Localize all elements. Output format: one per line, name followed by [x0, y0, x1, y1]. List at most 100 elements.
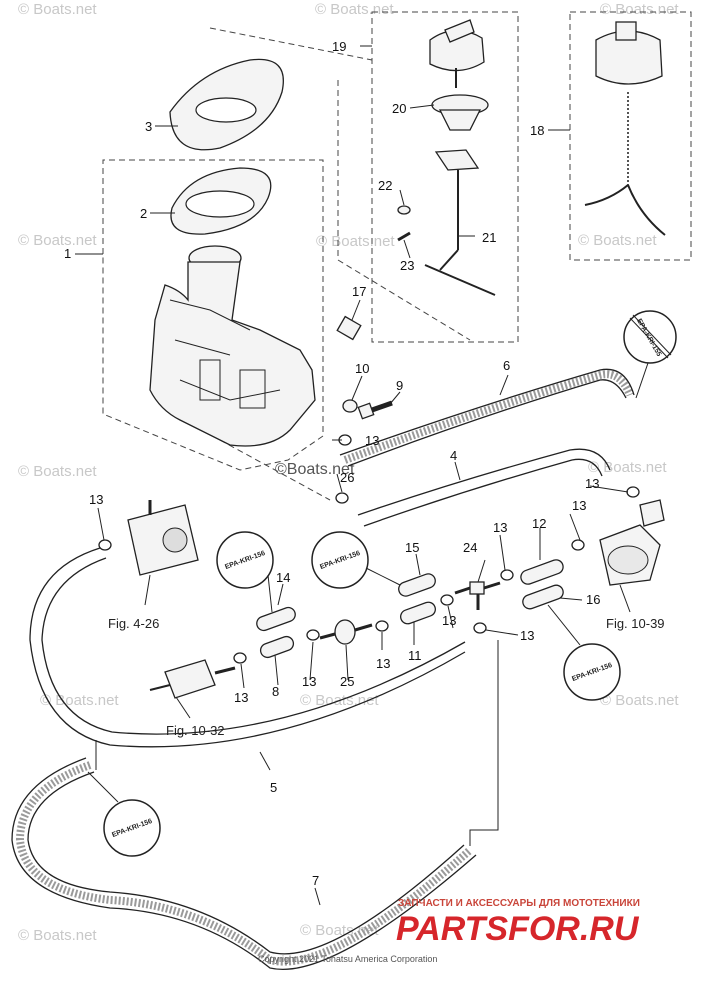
- part-21-gauge: [424, 149, 496, 296]
- watermark: © Boats.net: [18, 1, 97, 18]
- clamp-13: [233, 652, 247, 664]
- fig-ref-10-39[interactable]: Fig. 10-39: [606, 616, 665, 631]
- callout-21: 21: [482, 230, 496, 245]
- leader-lines: [75, 45, 631, 906]
- callout-24: 24: [463, 540, 477, 555]
- hose-6: [339, 368, 635, 467]
- hose-5: [29, 547, 466, 748]
- callout-19: 19: [332, 39, 346, 54]
- watermark: © Boats.net: [18, 232, 97, 249]
- part-19-cap: [429, 19, 485, 88]
- clamp-13: [626, 486, 640, 498]
- watermark: © Boats.net: [600, 692, 679, 709]
- epa-label: EPA-KRI-156: [547, 604, 621, 701]
- t-joint-24: [454, 581, 501, 610]
- part-17-plug: [336, 315, 362, 341]
- part-9-bolt: [357, 400, 393, 420]
- callout-13: 13: [302, 674, 316, 689]
- small-hoses: [256, 559, 564, 659]
- clamp-26: [335, 492, 349, 504]
- hose-8: [259, 635, 295, 659]
- part-20-seal: [431, 94, 489, 131]
- watermark: © Boats.net: [578, 232, 657, 249]
- footer: ЗАПЧАСТИ И АКСЕССУАРЫ ДЛЯ МОТОТЕХНИКИ PA…: [258, 898, 640, 964]
- center-watermark: ©Boats.net: [275, 461, 355, 478]
- callout-13: 13: [365, 433, 379, 448]
- part-18-cap: [584, 21, 666, 236]
- part-10-washer: [342, 399, 358, 413]
- callout-23: 23: [400, 258, 414, 273]
- watermark: © Boats.net: [18, 463, 97, 480]
- epa-label: EPA-KRI-155: [623, 310, 677, 399]
- callout-11: 11: [408, 648, 422, 663]
- callout-9: 9: [396, 378, 403, 393]
- callout-13: 13: [89, 492, 103, 507]
- part-2-gasket: [170, 167, 272, 235]
- watermark: © Boats.net: [18, 927, 97, 944]
- group-boxes: [102, 11, 692, 501]
- callout-15: 15: [405, 540, 419, 555]
- callout-13: 13: [493, 520, 507, 535]
- callouts: 19 3 2 1 20 18 22 21 23 17 10 9 6 13 26 …: [64, 39, 600, 888]
- watermark: © Boats.net: [600, 1, 679, 18]
- part-3-pad: [169, 58, 284, 151]
- callout-1: 1: [64, 246, 71, 261]
- part-23-pin: [397, 231, 411, 242]
- callout-10: 10: [355, 361, 369, 376]
- figure-refs: Fig. 4-26 Fig. 10-32 Fig. 10-39: [108, 616, 665, 738]
- watermark: © Boats.net: [315, 1, 394, 18]
- clamp-13: [500, 569, 514, 581]
- clamp-13: [306, 629, 320, 641]
- fuel-pump-4-26: [127, 500, 199, 576]
- dealer-tagline: ЗАПЧАСТИ И АКСЕССУАРЫ ДЛЯ МОТОТЕХНИКИ: [398, 898, 640, 909]
- epa-label: EPA-KRI-156: [216, 531, 274, 613]
- callout-13: 13: [442, 613, 456, 628]
- epa-label: EPA-KRI-156: [87, 771, 161, 857]
- clamp-13: [440, 594, 454, 606]
- fig-ref-4-26[interactable]: Fig. 4-26: [108, 616, 159, 631]
- callout-5: 5: [270, 780, 277, 795]
- callout-4: 4: [450, 448, 457, 463]
- callout-3: 3: [145, 119, 152, 134]
- hose-11: [400, 601, 436, 625]
- watermark: © Boats.net: [588, 459, 667, 476]
- callout-13: 13: [376, 656, 390, 671]
- callout-8: 8: [272, 684, 279, 699]
- callout-22: 22: [378, 178, 392, 193]
- fig-ref-10-32[interactable]: Fig. 10-32: [166, 723, 225, 738]
- part-22-washer: [397, 205, 411, 215]
- callout-12: 12: [532, 516, 546, 531]
- callout-17: 17: [352, 284, 366, 299]
- callout-20: 20: [392, 101, 406, 116]
- callout-13: 13: [572, 498, 586, 513]
- filter-assembly-10-39: [599, 499, 665, 586]
- hose-15: [398, 573, 436, 597]
- callout-14: 14: [276, 570, 290, 585]
- connector-10-32: [149, 659, 236, 699]
- callout-16: 16: [586, 592, 600, 607]
- callout-13: 13: [585, 476, 599, 491]
- clamps: [98, 434, 640, 664]
- clamp-13: [375, 620, 389, 632]
- hose-14: [256, 606, 296, 632]
- callout-7: 7: [312, 873, 319, 888]
- clamp-13: [98, 539, 112, 551]
- callout-18: 18: [530, 123, 544, 138]
- hose-7: [11, 757, 477, 970]
- watermark: © Boats.net: [316, 233, 395, 250]
- callout-26: 26: [340, 470, 354, 485]
- clamp-13: [473, 622, 487, 634]
- callout-13: 13: [520, 628, 534, 643]
- hose-4: [357, 448, 611, 527]
- callout-25: 25: [340, 674, 354, 689]
- hose-12: [520, 559, 564, 585]
- epa-label: EPA-KRI-156: [311, 531, 401, 589]
- callout-2: 2: [140, 206, 147, 221]
- callout-6: 6: [503, 358, 510, 373]
- copyright: Copyright 2021 Tohatsu America Corporati…: [258, 954, 437, 964]
- dealer-logo: PARTSFOR.RU: [396, 910, 640, 948]
- filter-25: [319, 619, 373, 645]
- callout-13: 13: [234, 690, 248, 705]
